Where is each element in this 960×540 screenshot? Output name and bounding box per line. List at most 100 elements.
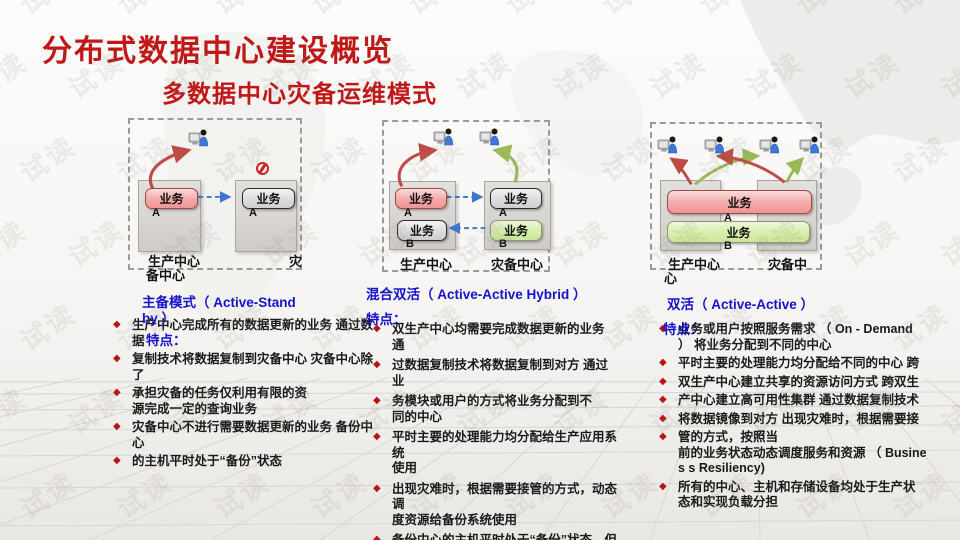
- bullet-text: 过数据复制技术将数据复制到对方 通过业: [392, 358, 608, 388]
- user-access-arrow-red: [715, 148, 786, 184]
- bullet-item: ◆ 务模块或用户的方式将业务分配到不 同的中心: [368, 394, 620, 425]
- bullet-item: ◆ 双生产中心建立共享的资源访问方式 跨双生: [654, 375, 932, 391]
- service-letter: A: [404, 207, 412, 219]
- service-label: 业务: [503, 224, 528, 238]
- dr-center-label-part2: 心: [664, 271, 678, 286]
- watermark-text: 试读: [15, 130, 82, 189]
- bullet-diamond-icon: ◆: [373, 431, 381, 442]
- bullet-diamond-icon: ◆: [373, 534, 381, 540]
- service-letter: B: [724, 240, 732, 252]
- diagram-active-active-hybrid: 业务 A 业务 B 业务 A 业务 B 生产中心 灾: [382, 120, 551, 272]
- service-letter: A: [249, 207, 257, 219]
- service-box-dr-a: 业务: [490, 188, 542, 209]
- bullet-text: 所有的中心、主机和存储设备均处于生产状 态和实现负载分担: [678, 479, 916, 510]
- bullet-item: ◆ 的主机平时处于“备份”状态: [108, 454, 384, 470]
- bullet-text: 灾备中心不进行需要数据更新的业务 备份中心: [132, 420, 373, 450]
- service-box-production-b: 业务: [397, 220, 447, 241]
- service-box-production-a: 业务: [145, 188, 198, 209]
- bullet-item: ◆ 所有的中心、主机和存储设备均处于生产状 态和实现负载分担: [654, 480, 932, 511]
- bullet-list-active-active: ◆ 业务或用户按照服务需求 （ On - Demand ） 将业务分配到不同的中…: [654, 322, 932, 514]
- service-label: 业务: [726, 225, 751, 240]
- bullet-diamond-icon: ◆: [113, 319, 121, 330]
- bullet-item: ◆ 灾备中心不进行需要数据更新的业务 备份中心: [108, 420, 384, 451]
- dr-center-label: 灾备中心: [491, 257, 544, 272]
- bullet-text: 双生产中心建立共享的资源访问方式 跨双生: [678, 374, 919, 389]
- bullet-item: ◆ 产中心建立高可用性集群 通过数据复制技术: [654, 393, 932, 409]
- bullet-diamond-icon: ◆: [659, 394, 667, 405]
- watermark-text: 试读: [548, 46, 615, 105]
- mode-heading-active-active: 双活（ Active-Active ）: [667, 297, 815, 312]
- bullet-item: ◆ 将数据镜像到对方 出现灾难时，根据需要接: [654, 412, 932, 428]
- user-at-computer-icon: [188, 126, 210, 148]
- bullet-item: ◆ 业务或用户按照服务需求 （ On - Demand ） 将业务分配到不同的中…: [654, 322, 932, 353]
- service-label: 业务: [503, 192, 528, 206]
- prohibition-icon: [254, 160, 271, 177]
- watermark-text: 试读: [839, 46, 906, 105]
- watermark-text: 试读: [306, 130, 373, 189]
- bullet-diamond-icon: ◆: [659, 323, 667, 334]
- watermark-text: 试读: [839, 214, 906, 273]
- bullet-diamond-icon: ◆: [373, 395, 381, 406]
- user-at-computer-icon: [479, 125, 501, 147]
- watermark-text: 试读: [0, 382, 33, 441]
- user-at-computer-icon: [657, 133, 679, 155]
- service-box-b-shared: 业务: [667, 221, 810, 243]
- service-letter: A: [152, 207, 160, 219]
- watermark-text: 试读: [884, 0, 956, 22]
- user-at-computer-icon: [799, 133, 821, 155]
- service-box-dr-a: 业务: [242, 188, 295, 209]
- mode-heading-active-standby: 主备模式（ Active-Stand by ）: [142, 295, 296, 326]
- watermark-text: 试读: [399, 0, 471, 22]
- feature-label: 特点：: [366, 312, 407, 327]
- user-access-arrow-green: [785, 156, 805, 184]
- page-title: 分布式数据中心建设概览: [42, 35, 394, 68]
- service-letter: A: [499, 207, 507, 219]
- bullet-text: 双生产中心均需要完成数据更新的业务 通: [392, 322, 605, 352]
- page-subtitle: 多数据中心灾备运维模式: [162, 81, 437, 108]
- watermark-text: 试读: [690, 0, 762, 22]
- watermark-text: 试读: [888, 130, 955, 189]
- user-at-computer-icon: [759, 133, 781, 155]
- diagram-active-standby: 业务 A 业务 A 生产中心 灾 备中心: [128, 118, 303, 283]
- watermark-text: 试读: [0, 214, 33, 273]
- service-box-dr-b: 业务: [490, 220, 542, 241]
- user-access-arrow-green: [492, 144, 519, 183]
- service-box-a-shared: 业务: [667, 190, 812, 214]
- bullet-diamond-icon: ◆: [659, 357, 667, 368]
- bullet-item: ◆ 出现灾难时，根据需要接管的方式，动态调 度资源给备份系统使用: [368, 482, 620, 529]
- bullet-text: 业务或用户按照服务需求 （ On - Demand ） 将业务分配到不同的中心: [678, 322, 913, 352]
- bullet-diamond-icon: ◆: [373, 359, 381, 370]
- watermark-text: 试读: [108, 0, 180, 22]
- bullet-item: ◆ 过数据复制技术将数据复制到对方 通过业: [368, 358, 620, 389]
- service-label: 业务: [408, 192, 433, 206]
- user-at-computer-icon: [433, 125, 455, 147]
- bullet-diamond-icon: ◆: [113, 455, 121, 466]
- bullet-diamond-icon: ◆: [113, 353, 121, 364]
- watermark-text: 试读: [742, 46, 809, 105]
- bullet-item: ◆ 平时主要的处理能力均分配给不同的中心 跨: [654, 356, 932, 372]
- watermark-text: 试读: [451, 46, 518, 105]
- bullet-text: 平时主要的处理能力均分配给不同的中心 跨: [678, 356, 919, 370]
- bullet-text: 承担灾备的任务仅利用有限的资 源完成一定的查询业务: [132, 386, 308, 416]
- production-center-label: 生产中心: [400, 257, 453, 272]
- bullet-diamond-icon: ◆: [659, 431, 667, 442]
- watermark-text: 试读: [787, 0, 859, 22]
- bullet-item: ◆ 复制技术将数据复制到灾备中心 灾备中心除了: [108, 352, 384, 383]
- bullet-diamond-icon: ◆: [113, 421, 121, 432]
- bullet-diamond-icon: ◆: [659, 412, 667, 424]
- service-label: 业务: [409, 224, 434, 238]
- service-label: 业务: [256, 192, 281, 206]
- service-label: 业务: [727, 195, 752, 210]
- bullet-text: 务模块或用户的方式将业务分配到不 同的中心: [392, 394, 593, 424]
- watermark-text: 试读: [936, 46, 960, 105]
- bullet-diamond-icon: ◆: [659, 480, 667, 492]
- bullet-text: 的主机平时处于“备份”状态: [132, 454, 283, 468]
- watermark-text: 试读: [0, 46, 33, 105]
- dr-center-label-part1: 灾: [289, 254, 303, 269]
- watermark-text: 试读: [936, 214, 960, 273]
- watermark-text: 试读: [548, 214, 615, 273]
- bullet-list-active-active-hybrid: ◆ 双生产中心均需要完成数据更新的业务 通 ◆ 过数据复制技术将数据复制到对方 …: [368, 322, 620, 540]
- bullet-diamond-icon: ◆: [373, 323, 381, 334]
- feature-label: 特点：: [146, 333, 187, 348]
